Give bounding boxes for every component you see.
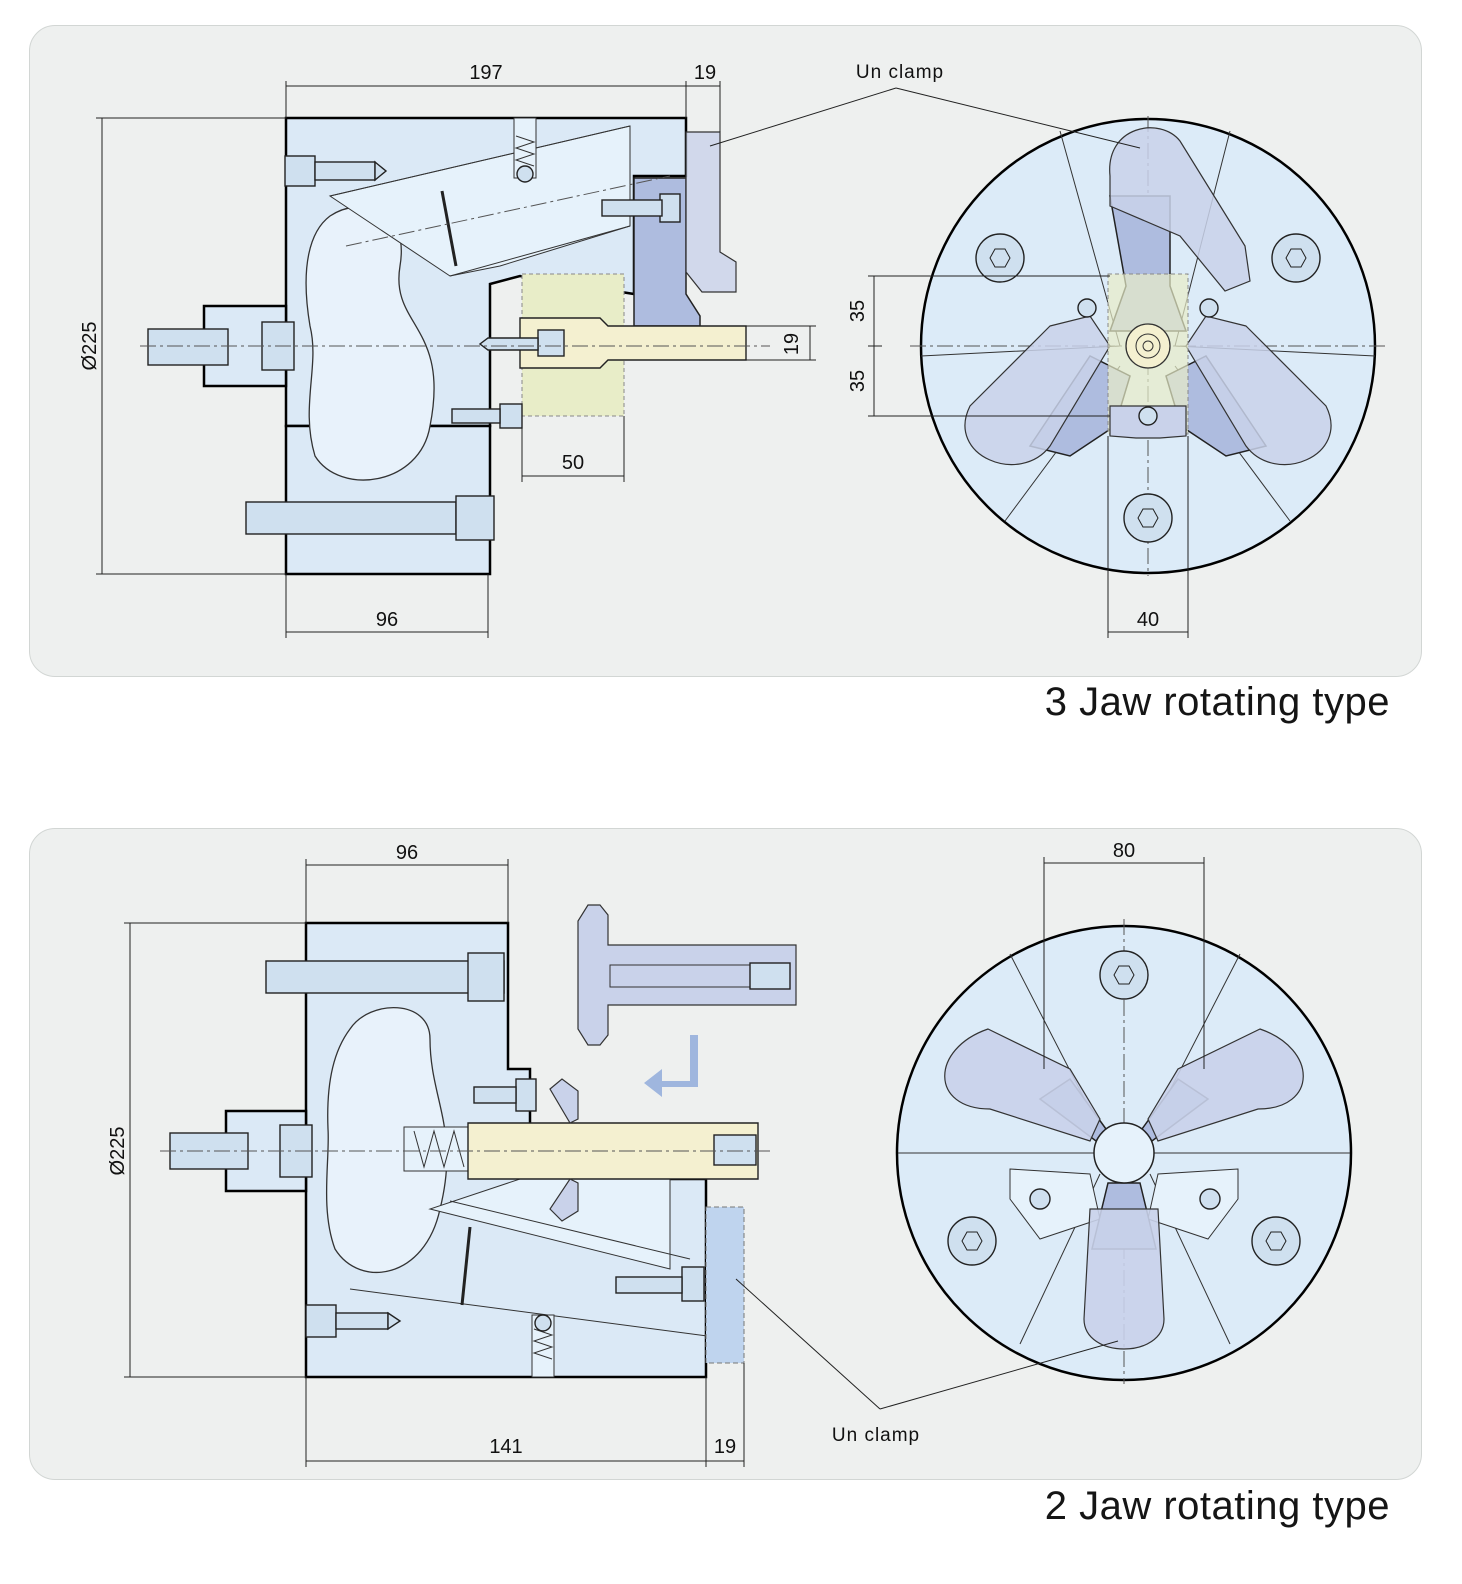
dim-19-side: 19: [781, 333, 803, 355]
drawing-3-jaw: 197 19 Ø225 19 50 96: [79, 62, 1386, 638]
bolt-icon: [1123, 493, 1173, 543]
dim-50: 50: [562, 452, 584, 474]
bolt-icon: [1271, 233, 1321, 283]
drawing-2-jaw: 96 Ø225 141 19: [107, 840, 1353, 1467]
dim-40: 40: [1137, 609, 1159, 631]
dim-80: 80: [1113, 840, 1135, 862]
dim-96: 96: [396, 842, 418, 864]
front-view-2-jaw: [895, 919, 1353, 1384]
side-section-view: [140, 116, 770, 576]
bolt-icon: [1251, 1216, 1301, 1266]
side-section-view: [160, 904, 797, 1379]
front-view-3-jaw: [910, 116, 1386, 576]
dim-197: 197: [469, 62, 502, 84]
dim-96: 96: [376, 609, 398, 631]
dim-diameter: Ø225: [79, 322, 101, 371]
dim-diameter: Ø225: [107, 1127, 129, 1176]
bolt-icon: [1099, 950, 1149, 1000]
caption-3-jaw: 3 Jaw rotating type: [1044, 680, 1390, 724]
dim-35-upper: 35: [847, 300, 869, 322]
dim-19-top: 19: [694, 62, 716, 84]
side-dimensions: 197 19 Ø225 19 50 96: [79, 62, 816, 638]
dim-141: 141: [489, 1436, 522, 1458]
dim-35-lower: 35: [847, 370, 869, 392]
bolt-icon: [947, 1216, 997, 1266]
side-dimensions: 96 Ø225 141 19: [107, 842, 745, 1467]
front-dimensions: 35 35 40 Un clamp: [709, 62, 1189, 638]
bolt-icon: [975, 233, 1025, 283]
label-unclamp: Un clamp: [832, 1425, 920, 1446]
caption-2-jaw: 2 Jaw rotating type: [1044, 1484, 1390, 1528]
front-dimensions: 80 Un clamp: [735, 840, 1205, 1446]
diagram-panel-2-jaw: 96 Ø225 141 19: [29, 828, 1422, 1480]
label-unclamp: Un clamp: [856, 62, 944, 83]
dim-19: 19: [714, 1436, 736, 1458]
diagram-panel-3-jaw: 197 19 Ø225 19 50 96: [29, 25, 1422, 677]
arrow-icon: [644, 1035, 698, 1097]
